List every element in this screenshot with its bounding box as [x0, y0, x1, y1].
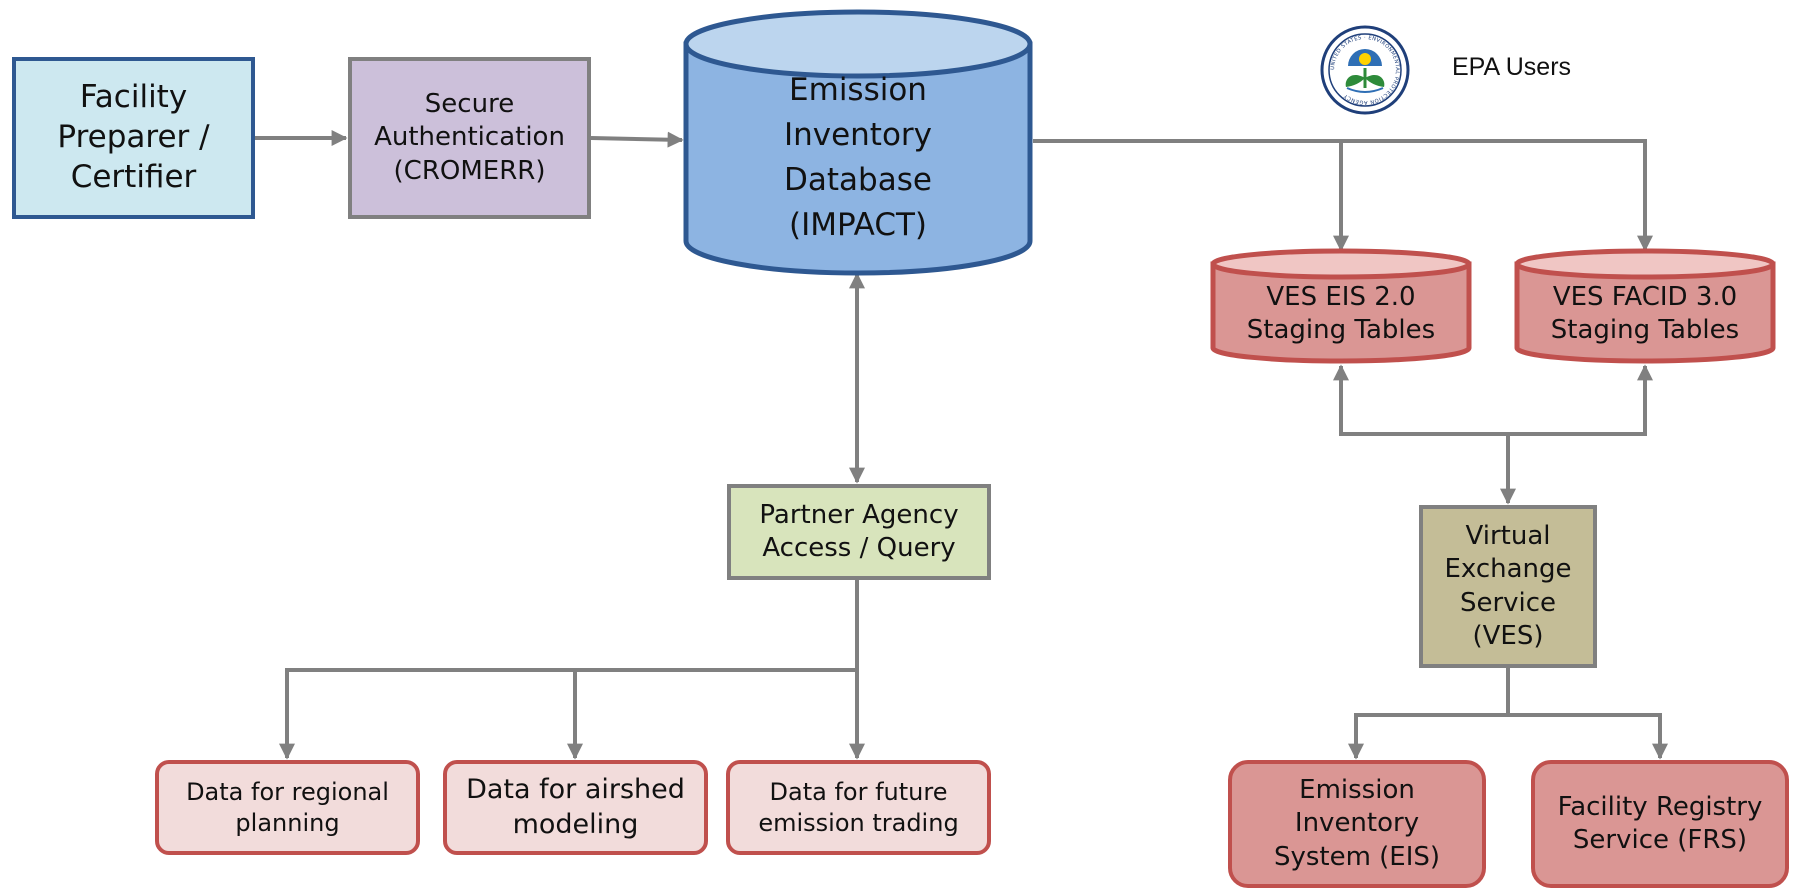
ves-line-4: (VES): [1472, 620, 1544, 651]
database-line-3: Database: [784, 162, 932, 198]
emission-trading-node: Data for future emission trading: [726, 760, 991, 855]
epa-users-label: EPA Users: [1452, 53, 1572, 81]
connector-to-frs: [1508, 713, 1668, 760]
ves-eis-staging-cylinder: [1210, 248, 1472, 364]
virtual-exchange-service-node: Virtual Exchange Service (VES): [1419, 505, 1597, 668]
auth-line-1: Secure: [424, 89, 515, 120]
eis-line-2: Inventory: [1294, 808, 1420, 839]
partner-line-1: Partner Agency: [759, 499, 959, 530]
ves-line-2: Exchange: [1444, 554, 1572, 585]
airshed-line-1: Data for airshed: [466, 773, 685, 805]
facility-line-2: Preparer /: [57, 119, 210, 156]
ves-line-3: Service: [1459, 587, 1557, 618]
airshed-modeling-node: Data for airshed modeling: [443, 760, 708, 855]
facility-preparer-certifier-node: Facility Preparer / Certifier: [12, 57, 255, 219]
auth-line-2: Authentication: [374, 122, 565, 153]
ves-eis-staging-top: [1210, 248, 1472, 280]
frs-line-1: Facility Registry: [1557, 791, 1763, 822]
database-body: [683, 41, 1033, 276]
ves-eis-staging-line-1: VES EIS 2.0: [1266, 281, 1416, 312]
database-line-2: Inventory: [783, 117, 933, 154]
ves-facid-staging-cylinder: [1514, 248, 1776, 364]
database-top: [683, 9, 1033, 79]
secure-authentication-node: Secure Authentication (CROMERR): [348, 57, 591, 219]
ves-facid-staging-line-1: VES FACID 3.0: [1552, 281, 1738, 312]
ves-facid-staging-line-2: Staging Tables: [1550, 315, 1740, 345]
trading-line-2: emission trading: [758, 808, 959, 837]
emission-inventory-database-cylinder: [683, 9, 1033, 276]
partner-line-2: Access / Query: [762, 533, 956, 563]
database-line-4: (IMPACT): [788, 206, 928, 243]
eis-line-3: System (EIS): [1273, 841, 1441, 872]
facility-line-1: Facility: [79, 79, 188, 116]
connector-partner-outputs: [279, 580, 859, 760]
eis-line-1: Emission: [1299, 775, 1415, 806]
ves-facid-staging-body: [1514, 261, 1776, 364]
connector-auth-database: [590, 131, 684, 148]
regional-line-2: planning: [235, 808, 340, 837]
facility-registry-service-node: Facility Registry Service (FRS): [1531, 760, 1789, 888]
facility-line-3: Certifier: [70, 158, 197, 195]
database-line-1: Emission: [789, 72, 927, 109]
ves-eis-staging-body: [1210, 261, 1472, 364]
airshed-line-2: modeling: [512, 808, 639, 840]
ves-eis-staging-line-2: Staging Tables: [1246, 315, 1436, 345]
connector-ves-systems: [1348, 668, 1510, 760]
connector-database-staging: [1033, 139, 1653, 252]
ves-facid-staging-label: VES FACID 3.0 Staging Tables: [1517, 274, 1773, 354]
regional-planning-node: Data for regional planning: [155, 760, 420, 855]
ves-facid-staging-top: [1514, 248, 1776, 280]
frs-line-2: Service (FRS): [1572, 825, 1748, 855]
epa-seal-icon: UNITED STATES · ENVIRONMENTAL PROTECTION…: [1320, 25, 1410, 115]
connectors: [254, 130, 1668, 760]
regional-line-1: Data for regional: [186, 777, 389, 806]
emission-inventory-system-node: Emission Inventory System (EIS): [1228, 760, 1486, 888]
trading-line-1: Data for future: [769, 777, 948, 806]
connector-ves-to-ves-facid-staging: [1508, 364, 1653, 436]
auth-line-3: (CROMERR): [393, 155, 546, 186]
ves-eis-staging-label: VES EIS 2.0 Staging Tables: [1213, 274, 1469, 354]
emission-inventory-database-label: Emission Inventory Database (IMPACT): [706, 70, 1010, 246]
ves-line-1: Virtual: [1465, 520, 1551, 551]
connector-ves-to-ves-eis-staging: [1333, 364, 1508, 436]
partner-agency-node: Partner Agency Access / Query: [727, 484, 991, 580]
